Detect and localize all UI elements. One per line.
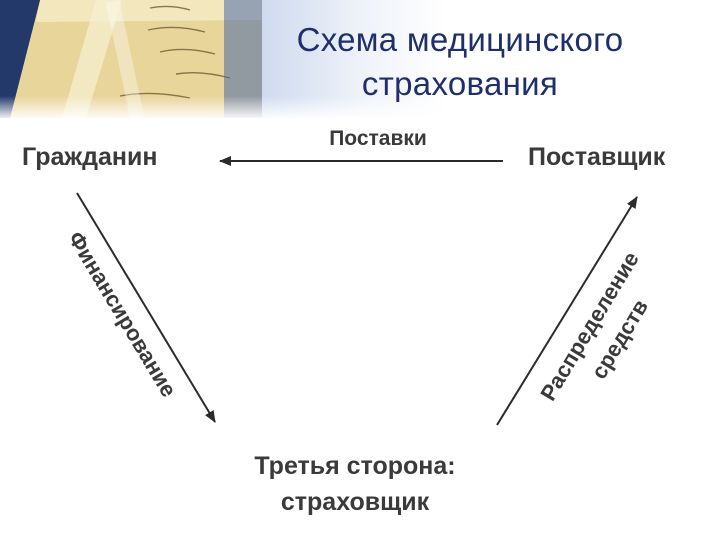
- node-third-party-line-2: страховщик: [280, 488, 430, 516]
- slide-title: Схема медицинского страхования: [240, 18, 680, 106]
- header-fade: [0, 96, 720, 120]
- label-financing: Финансирование: [63, 227, 181, 401]
- slide-title-line-2: страхования: [361, 65, 559, 102]
- node-citizen: Гражданин: [22, 143, 158, 171]
- node-third-party-line-1: Третья сторона:: [254, 452, 456, 480]
- node-third-party: Третья сторона: страховщик: [200, 448, 510, 520]
- header-photo-notebook: [0, 0, 262, 118]
- node-supplier: Поставщик: [528, 143, 666, 171]
- slide-title-line-1: Схема медицинского: [296, 21, 624, 58]
- arrow-financing: [76, 192, 216, 423]
- arrow-distribution: [496, 196, 638, 426]
- label-deliveries: Поставки: [329, 127, 427, 150]
